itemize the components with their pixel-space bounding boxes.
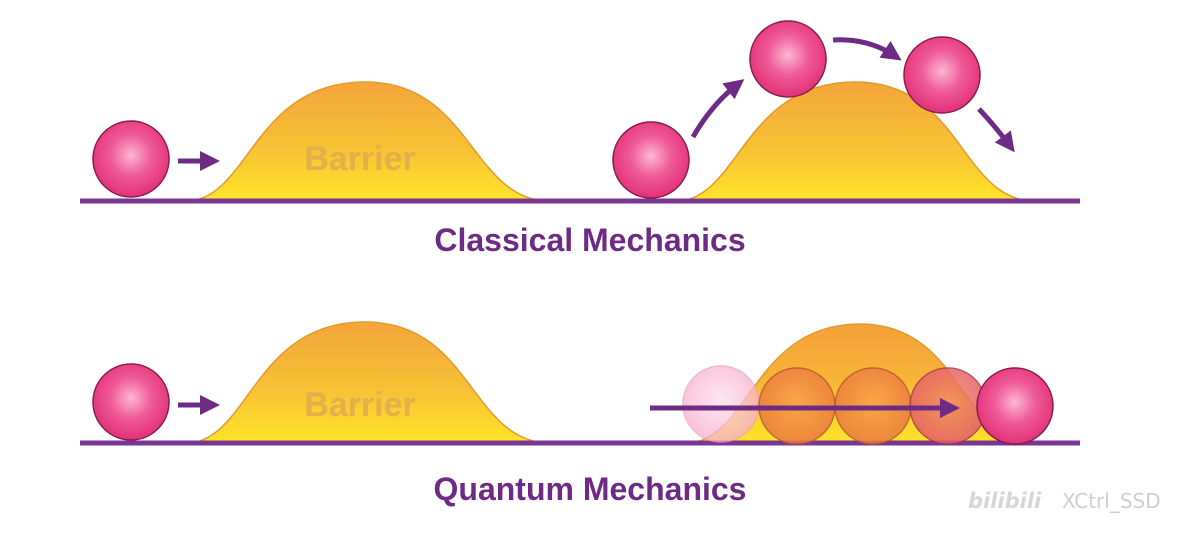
classical-barrier-right	[679, 81, 1031, 202]
quantum-barrier-label: Barrier	[304, 386, 416, 424]
quantum-particle-ghost	[682, 365, 760, 443]
classical-particle-incoming	[92, 120, 170, 198]
quantum-title: Quantum Mechanics	[434, 471, 747, 507]
classical-title: Classical Mechanics	[434, 222, 745, 258]
classical-particle-top-left	[749, 20, 827, 98]
quantum-section: Barrier Quantum Mechanics	[80, 321, 1080, 507]
classical-arrow-over	[832, 37, 902, 61]
watermark: bilibili XCtrl_SSD	[968, 489, 1161, 513]
quantum-particle-exit	[976, 367, 1054, 445]
watermark-logo: bilibili	[968, 489, 1042, 513]
classical-arrow-up	[690, 79, 745, 139]
quantum-barrier-left	[189, 321, 546, 444]
classical-particle-top-right	[903, 36, 981, 114]
watermark-user: XCtrl_SSD	[1062, 489, 1161, 513]
classical-section: Barrier Classical Mechanics	[80, 20, 1080, 258]
classical-barrier-left	[189, 81, 546, 202]
quantum-particle-incoming	[92, 363, 170, 441]
classical-arrow-down	[977, 107, 1015, 153]
classical-barrier-label: Barrier	[304, 140, 416, 178]
classical-particle-start	[612, 121, 690, 199]
